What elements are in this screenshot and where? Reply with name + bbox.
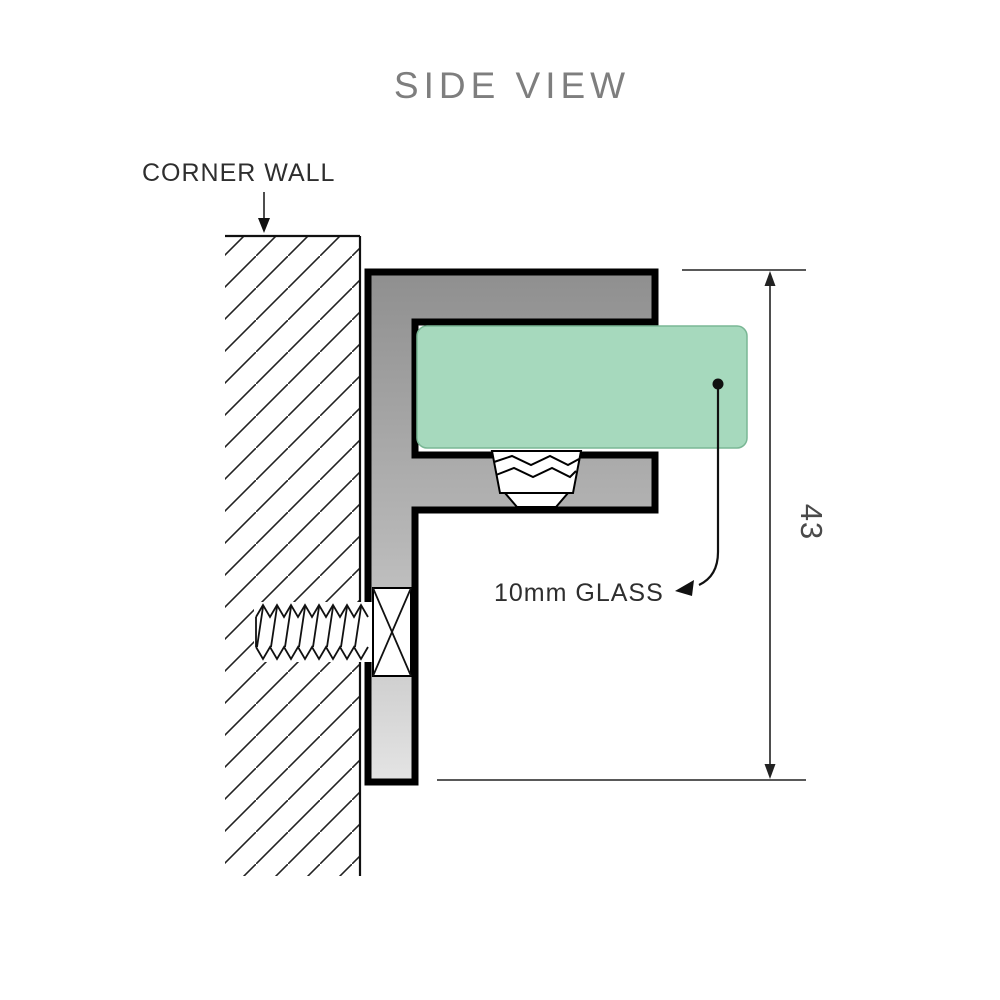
grub-screw-tip	[502, 492, 571, 508]
leader-line	[698, 389, 720, 586]
glass-leader	[675, 378, 724, 596]
screw-thread-top	[255, 603, 369, 619]
grub-screw-thread-2	[495, 466, 577, 479]
corner-wall-label: CORNER WALL	[142, 159, 335, 187]
wall-hatching	[225, 236, 360, 876]
leader-arrow-icon	[675, 580, 694, 596]
corner-wall-callout: CORNER WALL	[142, 159, 335, 233]
dimension-value: 43	[794, 504, 829, 540]
screw-thread-bottom	[255, 645, 369, 661]
down-arrow-icon	[258, 218, 270, 233]
wall-section	[225, 234, 362, 876]
screw-head-cross	[372, 587, 412, 677]
leader-dot	[712, 378, 724, 390]
dimension-arrow-top-icon	[764, 271, 776, 286]
glass-label: 10mm GLASS	[494, 579, 664, 607]
grub-screw	[490, 450, 583, 508]
bracket-profile	[364, 268, 659, 786]
grub-screw-body	[490, 450, 583, 494]
dimension-arrow-bottom-icon	[764, 764, 776, 779]
glass-panel	[416, 325, 748, 449]
screw-thread-flanks	[255, 606, 362, 648]
grub-screw-thread-1	[493, 454, 580, 467]
dimension-overall-height: 43	[437, 269, 829, 781]
page-title: SIDE VIEW	[394, 65, 630, 106]
wall-screw	[254, 587, 412, 677]
